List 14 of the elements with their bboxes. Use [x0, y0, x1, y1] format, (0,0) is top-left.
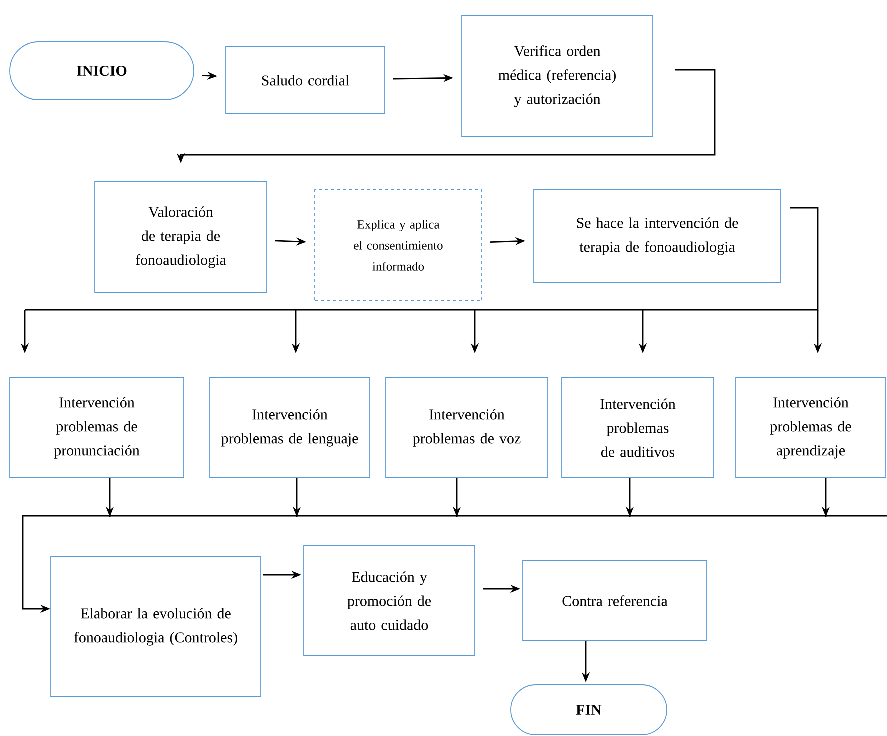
process-box: Contra referencia: [522, 560, 708, 642]
process-box: Intervención problemas de aprendizaje: [736, 378, 886, 478]
process-box: Saludo cordial: [226, 46, 386, 114]
process-box: Intervención problemas de voz: [386, 378, 548, 478]
process-box: Explica y aplica el consentimiento informado: [314, 190, 482, 302]
process-box: Valoración de terapia de fonoaudiologia: [94, 182, 268, 294]
process-box: Intervención problemas de pronunciación: [10, 378, 184, 478]
connector-line: [25, 207, 819, 311]
process-box: Intervención problemas de auditivos: [562, 378, 714, 478]
process-box: Elaborar la evolución de fonoaudiologia (Controles): [50, 556, 262, 698]
process-box: Intervención problemas de lenguaje: [210, 378, 370, 478]
process-box: Educación y promoción de auto cuidado: [304, 546, 476, 656]
process-box: Verifica orden médica (referencia) y autorización: [462, 16, 654, 138]
process-box: Se hace la intervención de terapia de fonoaudiologia: [534, 190, 782, 284]
